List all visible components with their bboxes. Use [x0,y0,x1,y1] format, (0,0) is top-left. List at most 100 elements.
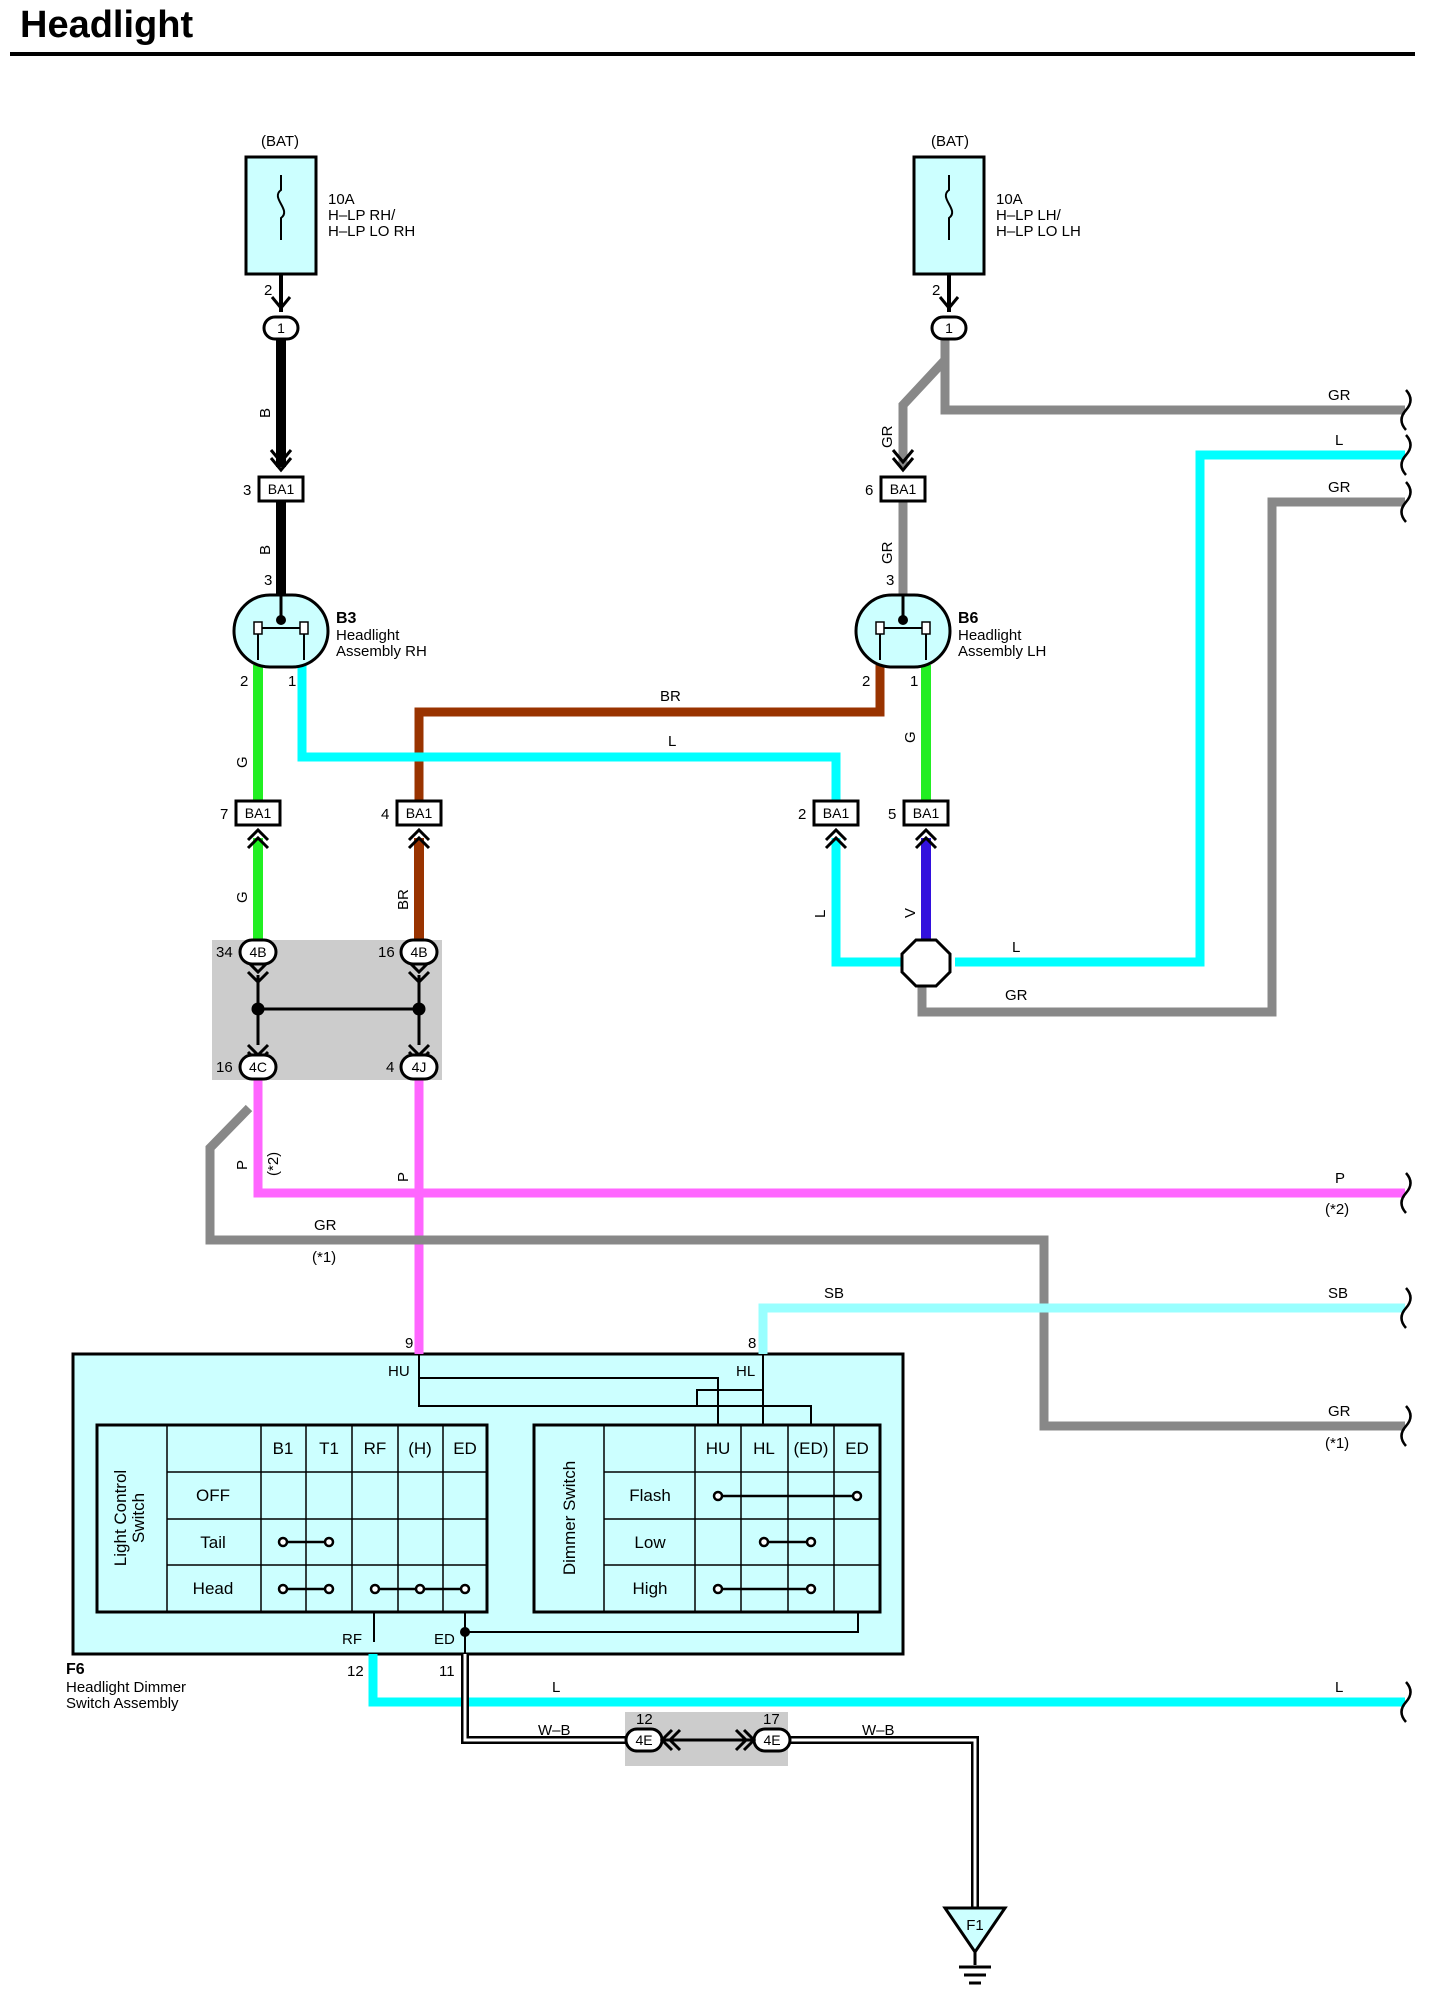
svg-text:SB: SB [1328,1285,1348,1302]
svg-text:12: 12 [636,1711,653,1728]
svg-text:4: 4 [386,1059,394,1076]
b6-pin-left: 2 [862,673,870,690]
wire-l-left-lower [831,838,902,967]
svg-text:4E: 4E [763,1732,780,1748]
wire-break-marks [1400,389,1412,1723]
fuse-lh-connector: 1 [945,320,953,336]
svg-text:Headlight Dimmer: Headlight Dimmer [66,1679,186,1696]
svg-text:BR: BR [395,889,412,910]
ds-col-hu: HU [706,1439,731,1458]
headlight-b3: 3 2 1 B3 Headlight Assembly RH [232,572,427,690]
fuse-lh-name2: H–LP LO LH [996,223,1081,240]
svg-text:G: G [234,756,251,768]
dimmer-switch-table: Dimmer Switch HU HL (ED) ED Flash Low Hi… [532,1423,882,1614]
svg-text:Switch Assembly: Switch Assembly [66,1695,179,1712]
ds-col-hl: HL [753,1439,775,1458]
b3-pin-left: 2 [240,673,248,690]
svg-text:L: L [1012,939,1020,956]
f6-hu-label: HU [388,1363,410,1380]
b6-pin-right: 1 [910,673,918,690]
svg-text:16: 16 [378,944,395,961]
lcs-row-head: Head [193,1579,234,1598]
f6-internal-wiring [373,1354,859,1654]
svg-text:4B: 4B [249,944,266,960]
svg-text:G: G [234,891,251,903]
svg-text:P: P [1335,1170,1345,1187]
svg-text:L: L [812,910,829,918]
svg-text:4J: 4J [412,1059,427,1075]
connector-ba1-2: BA1 2 [798,799,860,850]
lcs-col-h: (H) [408,1439,432,1458]
svg-text:2: 2 [798,806,806,823]
wire-p-left [253,1080,1405,1198]
ground-f1-label: F1 [966,1917,984,1934]
wire-gr-edge-1 [940,337,1405,415]
light-control-switch-title: Light Control [111,1470,130,1566]
fuse-rh-rating: 10A [328,191,355,208]
fuse-rh-pin: 2 [264,282,272,299]
f6-hl-label: HL [736,1363,755,1380]
fuse-lh: (BAT) 10A H–LP LH/ H–LP LO LH 2 1 [912,133,1081,341]
lcs-row-tail: Tail [200,1533,226,1552]
svg-text:P: P [234,1160,251,1170]
wire-l-edge-1 [955,450,1405,967]
svg-text:GR: GR [879,425,896,448]
svg-text:17: 17 [763,1711,780,1728]
connector-4e-17: 4E 17 [752,1711,792,1753]
svg-text:BA1: BA1 [913,805,940,821]
svg-text:F6: F6 [66,1661,85,1678]
svg-text:V: V [902,908,919,918]
b6-name1: Headlight [958,627,1022,644]
b3-pin-right: 1 [288,673,296,690]
svg-text:P: P [395,1172,412,1182]
wire-l-bottom [368,1654,1405,1707]
svg-text:L: L [552,1679,560,1696]
fuse-rh-name2: H–LP LO RH [328,223,415,240]
fuse-lh-source: (BAT) [931,133,969,150]
svg-text:4E: 4E [635,1732,652,1748]
svg-text:GR: GR [1005,987,1028,1004]
splice-octagon [900,938,952,988]
wire-w-b [461,1654,979,1908]
svg-text:4C: 4C [249,1059,267,1075]
svg-text:5: 5 [888,806,896,823]
dimmer-switch-title: Dimmer Switch [560,1461,579,1575]
lcs-col-rf: RF [364,1439,387,1458]
svg-text:6: 6 [865,482,873,499]
svg-text:L: L [1335,432,1343,449]
b3-name1: Headlight [336,627,400,644]
connector-ba1-3: BA1 3 [243,449,305,503]
fuse-lh-name1: H–LP LH/ [996,207,1062,224]
fuse-rh-connector: 1 [277,320,285,336]
connector-4e-12: 4E 12 [624,1711,664,1753]
fuse-lh-rating: 10A [996,191,1023,208]
svg-text:GR: GR [1328,387,1351,404]
b6-name2: Assembly LH [958,643,1046,660]
ds-row-flash: Flash [629,1486,671,1505]
fuse-lh-pin: 2 [932,282,940,299]
b3-code: B3 [336,610,357,627]
fuse-rh-name1: H–LP RH/ [328,207,396,224]
f6-rf-label: RF [342,1631,362,1648]
f6-rf-pin-number: 12 [347,1663,364,1680]
svg-text:BA1: BA1 [823,805,850,821]
title-rule [10,52,1415,56]
svg-text:7: 7 [220,806,228,823]
svg-text:BA1: BA1 [245,805,272,821]
svg-text:BR: BR [660,688,681,705]
b3-pin-top: 3 [264,572,272,589]
wire-l-cross [297,665,841,806]
b6-code: B6 [958,610,979,627]
connector-4e-bridge [659,1728,757,1752]
svg-text:(*1): (*1) [312,1249,336,1266]
ground-f1: F1 [942,1906,1008,1985]
svg-text:W–B: W–B [862,1722,895,1739]
svg-text:(*1): (*1) [1325,1435,1349,1452]
light-control-switch-table: Light Control Switch B1 T1 RF (H) ED OFF… [95,1423,489,1614]
page-title: Headlight [20,4,194,46]
light-control-switch-title2: Switch [129,1493,148,1543]
svg-text:3: 3 [243,482,251,499]
svg-text:BA1: BA1 [268,481,295,497]
svg-text:GR: GR [314,1217,337,1234]
